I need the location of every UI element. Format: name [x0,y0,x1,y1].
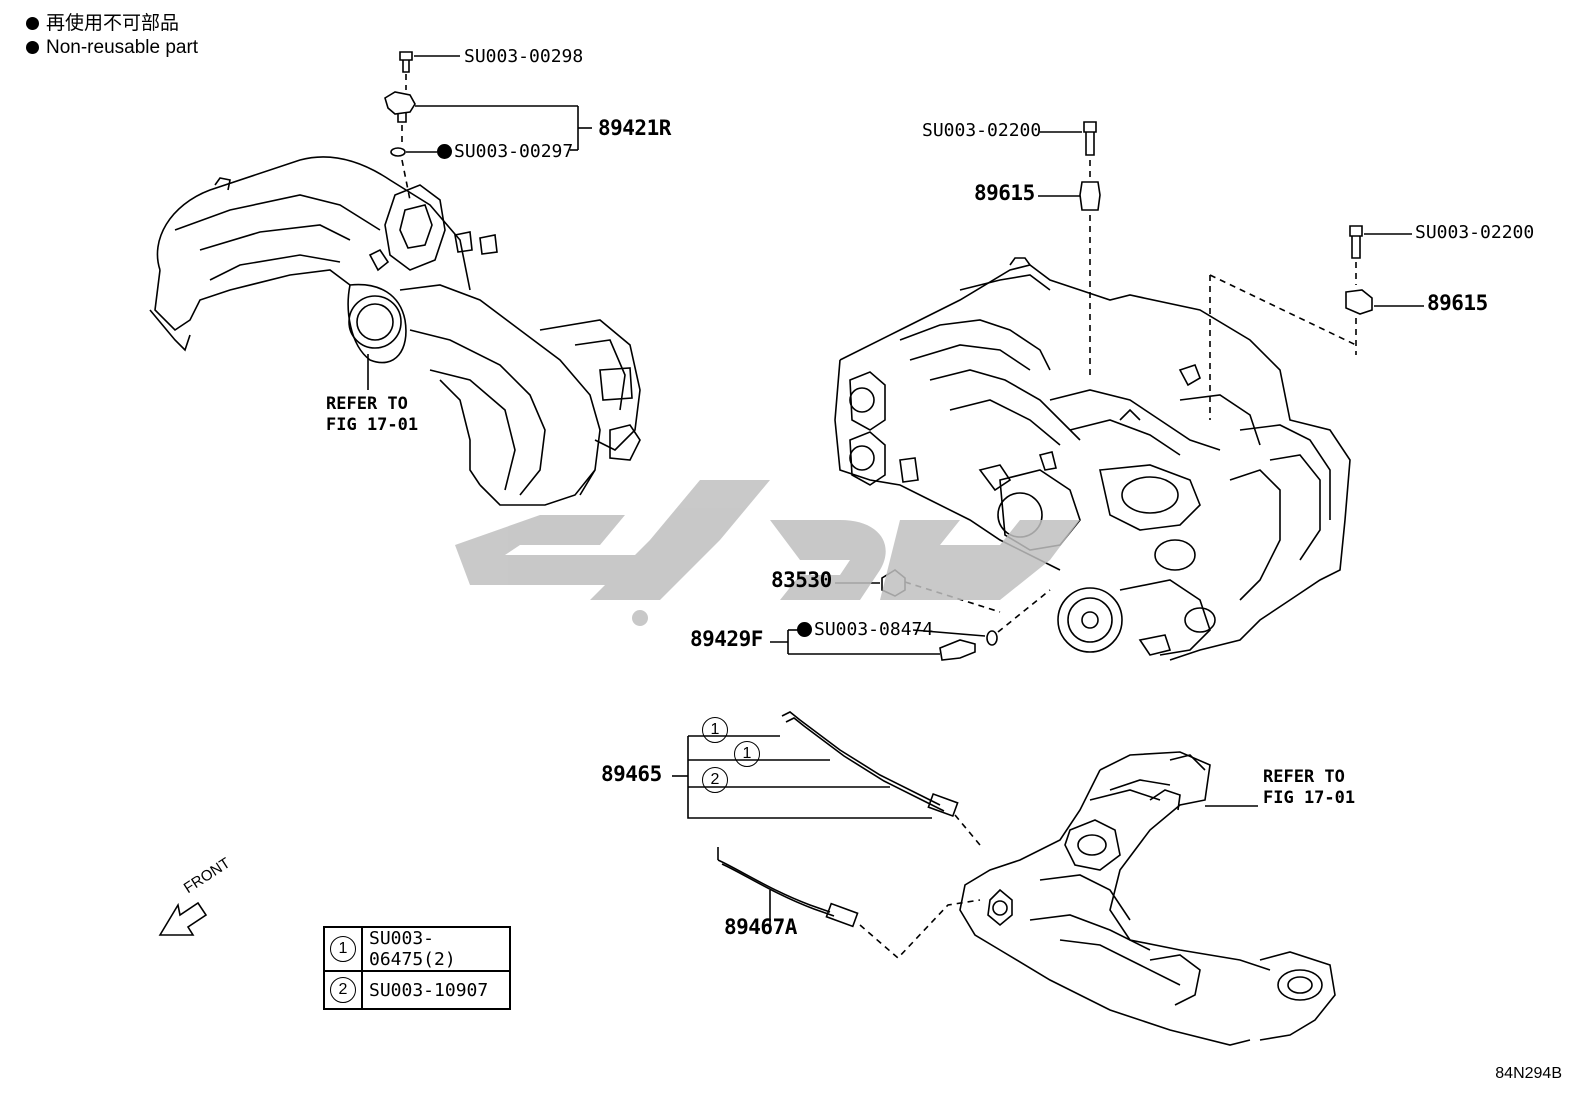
label-83530[interactable]: 83530 [771,568,832,592]
label-89615-b[interactable]: 89615 [1427,291,1488,315]
engine-block-drawing [834,257,1351,661]
figure-code: 84N294B [1495,1065,1562,1082]
table-num-cell: 2 [323,970,363,1010]
table-callout-2: 2 [330,977,356,1003]
table-part-cell[interactable]: SU003-10907 [361,970,511,1010]
label-89465[interactable]: 89465 [601,762,662,786]
label-89421r[interactable]: 89421R [598,116,671,140]
callout-1b-text: 1 [734,741,760,767]
refer-right[interactable]: REFER TO FIG 17-01 [1263,767,1356,808]
table-row: 2 SU003-10907 [323,970,511,1010]
callout-1b: 1 [734,741,760,767]
non-reusable-dot-icon [437,144,452,159]
sensor-89615-a-drawing [1079,121,1101,380]
legend-jp-text: 再使用不可部品 [46,13,180,34]
watermark [455,480,1080,626]
label-bolt-right-1[interactable]: SU003-02200 [922,120,1042,141]
legend-line-jp: 再使用不可部品 [26,13,179,35]
oxygen-sensor-89467a-drawing [717,847,981,960]
intake-manifold-drawing [149,156,641,506]
callout-2-text: 2 [702,767,728,793]
legend-line-en: Non-reusable part [26,37,198,59]
callout-1a-text: 1 [702,717,728,743]
label-oring[interactable]: SU003-08474 [797,620,933,640]
table-row: 1 SU003-06475(2) [323,926,511,972]
label-gasket-top[interactable]: SU003-00297 [437,142,573,162]
oxygen-sensor-89465-drawing [781,711,981,846]
callout-2: 2 [702,767,728,793]
legend-en-text: Non-reusable part [46,37,199,58]
label-bolt-top[interactable]: SU003-00298 [464,46,584,67]
bullet-icon [26,41,39,54]
label-bolt-right-2[interactable]: SU003-02200 [1415,222,1535,243]
table-callout-1: 1 [330,936,356,962]
label-oring-text: SU003-08474 [814,619,934,640]
table-part-cell[interactable]: SU003-06475(2) [361,926,511,972]
table-num-cell: 1 [323,926,363,972]
sensor-89429f-drawing [939,589,1051,661]
bullet-icon [26,17,39,30]
callout-1a: 1 [702,717,728,743]
label-89429f[interactable]: 89429F [690,627,763,651]
bolt-table: 1 SU003-06475(2) 2 SU003-10907 [323,926,511,1010]
label-89615-a[interactable]: 89615 [974,181,1035,205]
non-reusable-dot-icon [797,622,812,637]
front-arrow [158,901,208,936]
sensor-89615-b-drawing [1345,225,1373,355]
sensor-89421r-drawing [384,51,416,201]
label-gasket-top-text: SU003-00297 [454,141,574,162]
exhaust-manifold-drawing [959,751,1336,1046]
label-89467a[interactable]: 89467A [724,915,797,939]
refer-left[interactable]: REFER TO FIG 17-01 [326,394,419,435]
